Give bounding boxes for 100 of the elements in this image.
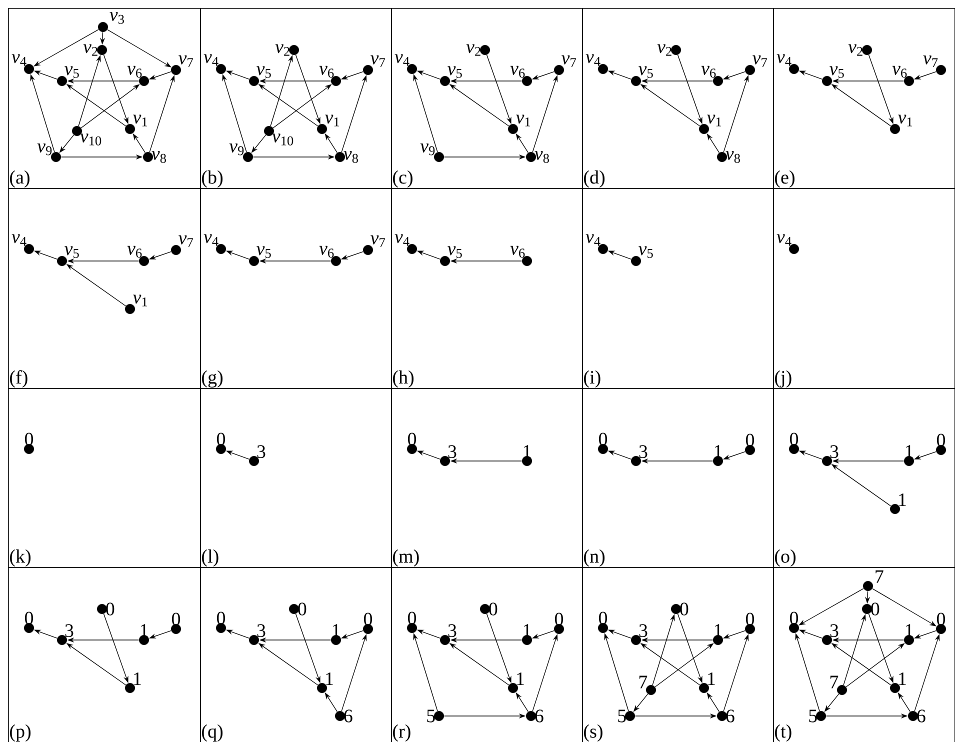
- node-label: 0: [106, 602, 114, 616]
- graph-vertex: 7: [863, 570, 884, 591]
- node-label: 6: [726, 710, 734, 722]
- graph-vertex: v$_{10}$: [72, 126, 102, 146]
- node-label: v$_{6}$: [701, 66, 716, 78]
- node-label: 0: [489, 602, 498, 616]
- node-label: 3: [639, 624, 648, 638]
- graph-vertex: v$_{8}$: [143, 151, 166, 163]
- graph-vertex: v$_{6}$: [510, 66, 532, 86]
- graph-vertex: v$_{7}$: [363, 55, 386, 75]
- graph-vertex: v$_{6}$: [701, 66, 723, 86]
- graph-vertex: v$_{2}$: [466, 44, 490, 56]
- node-label: v$_{1}$: [707, 114, 722, 126]
- graph-vertex: v$_{7}$: [171, 235, 193, 255]
- graph-vertex: v$_{4}$: [776, 234, 799, 254]
- node-label: v$_{5}$: [64, 66, 79, 78]
- graph-vertex: v$_{1}$: [699, 114, 722, 134]
- node-label: 1: [708, 672, 715, 686]
- node-label: v$_{7}$: [370, 55, 386, 67]
- graph-vertex: 0: [862, 602, 880, 616]
- graph-vertex: 3: [631, 445, 648, 466]
- graph-vertex: v$_{4}$: [394, 234, 417, 254]
- node-label: v$_{5}$: [64, 246, 79, 258]
- graph-vertex: 0: [97, 602, 114, 616]
- node-label: 3: [65, 624, 74, 638]
- graph-vertex: 7: [830, 676, 847, 695]
- node-label: v$_{5}$: [830, 66, 844, 78]
- graph-vertex: 1: [125, 672, 141, 693]
- graph-vertex: v$_{4}$: [204, 234, 226, 254]
- node-label: v$_{7}$: [370, 235, 386, 247]
- node-label: v$_{1}$: [516, 114, 530, 126]
- node-label: 3: [639, 445, 648, 458]
- node-label: v$_{6}$: [892, 66, 907, 78]
- node-label: v$_{7}$: [178, 55, 194, 67]
- node-label: v$_{7}$: [562, 55, 576, 67]
- node-label: 1: [899, 493, 906, 506]
- node-label: 3: [257, 624, 266, 638]
- graph-vertex: 1: [890, 493, 906, 514]
- node-label: 7: [830, 676, 838, 688]
- graph-vertex: v$_{5}$: [631, 246, 653, 266]
- node-label: 6: [535, 710, 544, 722]
- graph-vertex: v$_{6}$: [510, 246, 532, 266]
- node-label: v$_{2}$: [83, 44, 98, 56]
- graph-vertex: v$_{4}$: [586, 234, 608, 254]
- graph-vertex: v$_{2}$: [83, 44, 107, 56]
- node-label: v$_{6}$: [510, 66, 525, 78]
- node-label: 7: [639, 676, 648, 688]
- graph-vertex: 3: [822, 624, 838, 645]
- node-label: 6: [917, 710, 926, 722]
- node-label: v$_{4}$: [204, 54, 218, 66]
- graph-vertex: v$_{1}$: [125, 294, 148, 314]
- graph-vertex: v$_{2}$: [275, 44, 299, 56]
- graph-vertex: 5: [427, 710, 444, 722]
- node-label: 1: [326, 672, 333, 686]
- node-label: v$_{5}$: [638, 66, 653, 78]
- graph-vertex: 3: [57, 624, 74, 645]
- graph-vertex: 1: [890, 672, 906, 693]
- node-label: v$_{2}$: [848, 44, 862, 56]
- node-label: v$_{8}$: [726, 151, 740, 163]
- node-label: 5: [809, 710, 817, 722]
- graph-vertex: v$_{5}$: [440, 246, 462, 266]
- node-label: 3: [448, 445, 456, 458]
- graph-vertex: v$_{6}$: [319, 246, 341, 266]
- node-label: v$_{6}$: [319, 246, 334, 258]
- graph-vertex: v$_{2}$: [848, 44, 872, 56]
- graph-vertex: v$_{3}$: [98, 12, 124, 32]
- node-label: v$_{7}$: [178, 235, 194, 247]
- graph-vertex: v$_{1}$: [890, 114, 912, 134]
- node-label: 0: [298, 602, 306, 616]
- node-label: 7: [876, 570, 884, 583]
- node-label: v$_{4}$: [394, 54, 410, 66]
- graph-vertex: v$_{8}$: [335, 151, 358, 163]
- graph-vertex: v$_{6}$: [892, 66, 914, 86]
- node-label: 1: [134, 672, 141, 686]
- graph-vertex: v$_{5}$: [631, 66, 653, 86]
- graph-vertex: v$_{5}$: [57, 66, 79, 86]
- node-label: v$_{2}$: [466, 44, 480, 56]
- graph-vertex: v$_{6}$: [127, 246, 149, 266]
- graph-vertex: v$_{7}$: [745, 55, 768, 75]
- graph-vertex: v$_{5}$: [440, 66, 462, 86]
- node-label: v$_{4}$: [394, 234, 410, 246]
- graph-vertex: v$_{7}$: [363, 235, 386, 255]
- node-label: v$_{6}$: [510, 246, 525, 258]
- node-label: v$_{9}$: [229, 144, 244, 156]
- node-label: v$_{4}$: [586, 234, 600, 246]
- graph-vertex: 0: [289, 602, 306, 616]
- graph-vertex: v$_{9}$: [420, 144, 444, 162]
- graph-vertex: 5: [809, 710, 826, 722]
- graph-vertex: v$_{9}$: [229, 144, 253, 162]
- node-label: v$_{6}$: [127, 66, 142, 78]
- graph-vertex: 6: [717, 710, 734, 722]
- graph-vertex: v$_{1}$: [125, 114, 148, 134]
- graph-vertex: v$_{8}$: [717, 151, 740, 163]
- graph-vertex: v$_{4}$: [776, 54, 799, 74]
- node-label: v$_{7}$: [923, 56, 938, 67]
- graph-vertex: v$_{7}$: [171, 55, 193, 75]
- node-label: v$_{10}$: [80, 134, 102, 146]
- graph-vertex: v$_{8}$: [526, 151, 549, 163]
- node-label: v$_{9}$: [420, 144, 435, 156]
- graph-vertex: v$_{5}$: [822, 66, 844, 86]
